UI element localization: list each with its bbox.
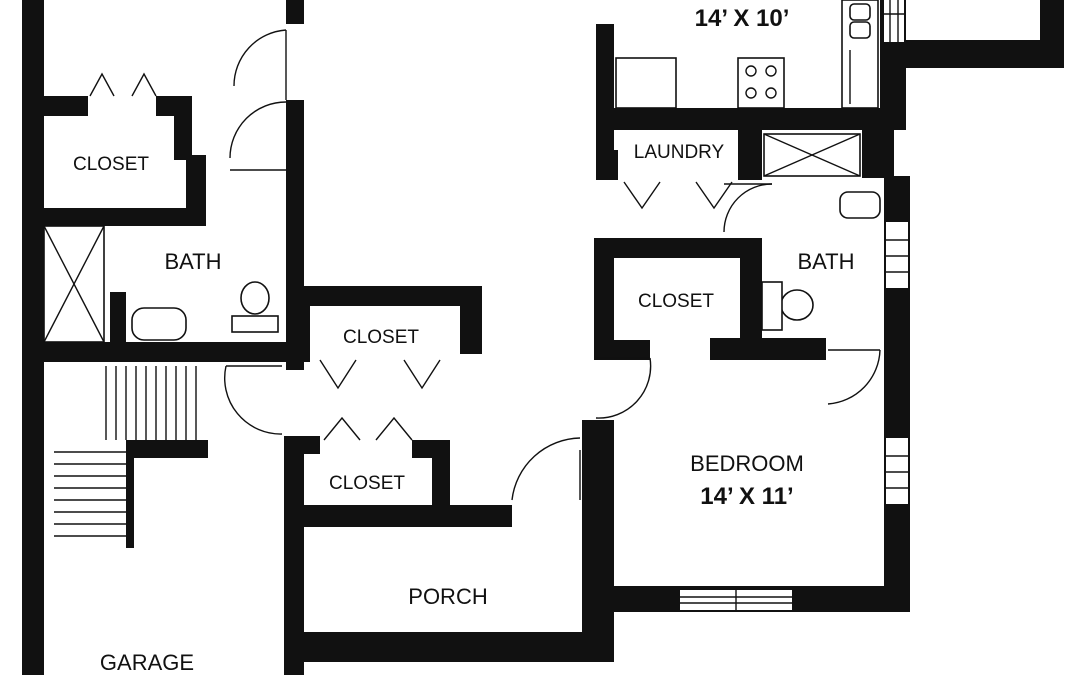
kitchen-dimensions: 14’ X 10’ (695, 5, 790, 32)
doors (89, 29, 881, 501)
closet-center-upper-label: CLOSET (343, 327, 419, 348)
bedroom-label: BEDROOM (690, 451, 804, 476)
fixtures (43, 0, 881, 537)
garage-label: GARAGE (100, 650, 194, 675)
closet-top-left-label: CLOSET (73, 154, 149, 175)
laundry-label: LAUNDRY (634, 142, 725, 163)
closet-center-lower-label: CLOSET (329, 473, 405, 494)
bedroom-dimensions: 14’ X 11’ (700, 483, 793, 510)
porch-label: PORCH (408, 584, 487, 609)
windows (680, 0, 908, 610)
bath-right-label: BATH (797, 249, 854, 274)
room-labels: 14’ X 10’ CLOSET BATH LAUNDRY BATH CLOSE… (73, 5, 855, 675)
bath-left-label: BATH (164, 249, 221, 274)
closet-right-label: CLOSET (638, 291, 714, 312)
